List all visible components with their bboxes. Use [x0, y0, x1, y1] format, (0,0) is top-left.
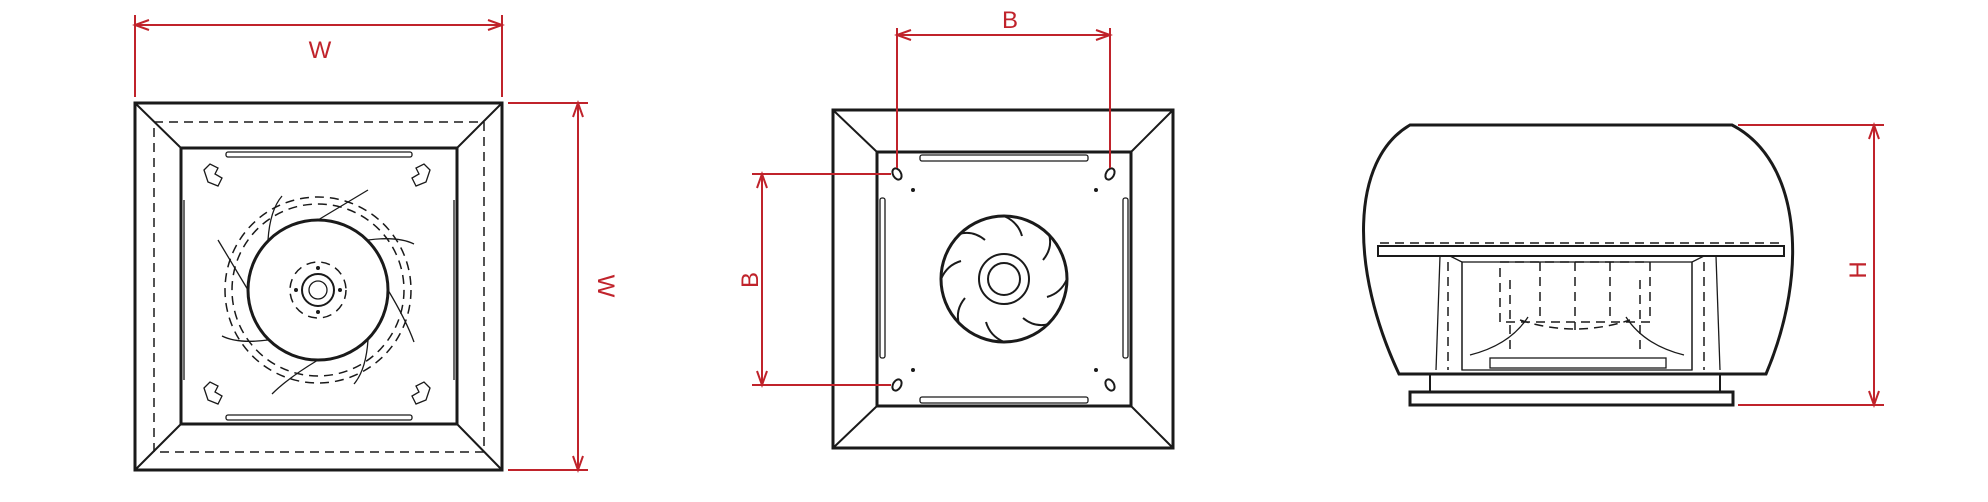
side-view-motor-body [1435, 255, 1721, 371]
top-view-width-dimension [132, 15, 505, 97]
top-view-hub-dashed [289, 261, 347, 319]
top-view: W W [132, 15, 619, 473]
top-view-hub [301, 273, 335, 307]
top-view-bevel-lines [134, 102, 503, 471]
side-view-height-label: H [1845, 261, 1872, 278]
top-view-impeller-outer-dashed [224, 196, 412, 384]
base-view-slots [879, 154, 1129, 404]
base-view-hub-inner [987, 262, 1021, 296]
side-view: H [1362, 122, 1884, 408]
side-view-inlet-cone [1469, 316, 1685, 369]
top-view-impeller-ring [246, 218, 390, 362]
top-view-side-label: W [592, 275, 619, 298]
base-view-hub [978, 253, 1030, 305]
top-view-impeller-blades [217, 189, 415, 395]
side-view-base-plate [1408, 390, 1735, 407]
top-view-inner-deck [179, 146, 459, 426]
top-view-width-label: W [309, 37, 332, 64]
top-view-impeller-outer-dashed-2 [231, 203, 405, 377]
top-view-hub-bolts [294, 266, 342, 314]
side-view-hood [1362, 123, 1795, 376]
base-view-horizontal-dimension [894, 28, 1113, 168]
base-view-inner-plate [875, 150, 1133, 408]
base-view-bevel-lines [832, 109, 1174, 449]
base-view-small-dots [911, 188, 1098, 372]
base-view-vertical-dimension [752, 171, 891, 388]
base-view-outer-frame [831, 108, 1175, 450]
base-view-impeller-blades [940, 215, 1068, 343]
base-view-horizontal-label: B [1002, 7, 1018, 34]
side-view-height-dimension [1738, 122, 1884, 408]
base-view-vertical-label: B [737, 272, 764, 288]
top-view-slots [183, 151, 455, 421]
base-view: B B [737, 7, 1175, 450]
top-view-corner-brackets [203, 163, 431, 405]
top-view-outer-frame [133, 101, 504, 472]
base-view-impeller [939, 214, 1069, 344]
side-view-deck-plate [1377, 245, 1785, 257]
side-view-impeller-hidden [1447, 261, 1705, 370]
top-view-side-dimension [508, 100, 588, 473]
base-view-mounting-holes [891, 167, 1116, 392]
top-view-hood-outline [153, 121, 485, 453]
top-view-hub-inner [308, 280, 328, 300]
